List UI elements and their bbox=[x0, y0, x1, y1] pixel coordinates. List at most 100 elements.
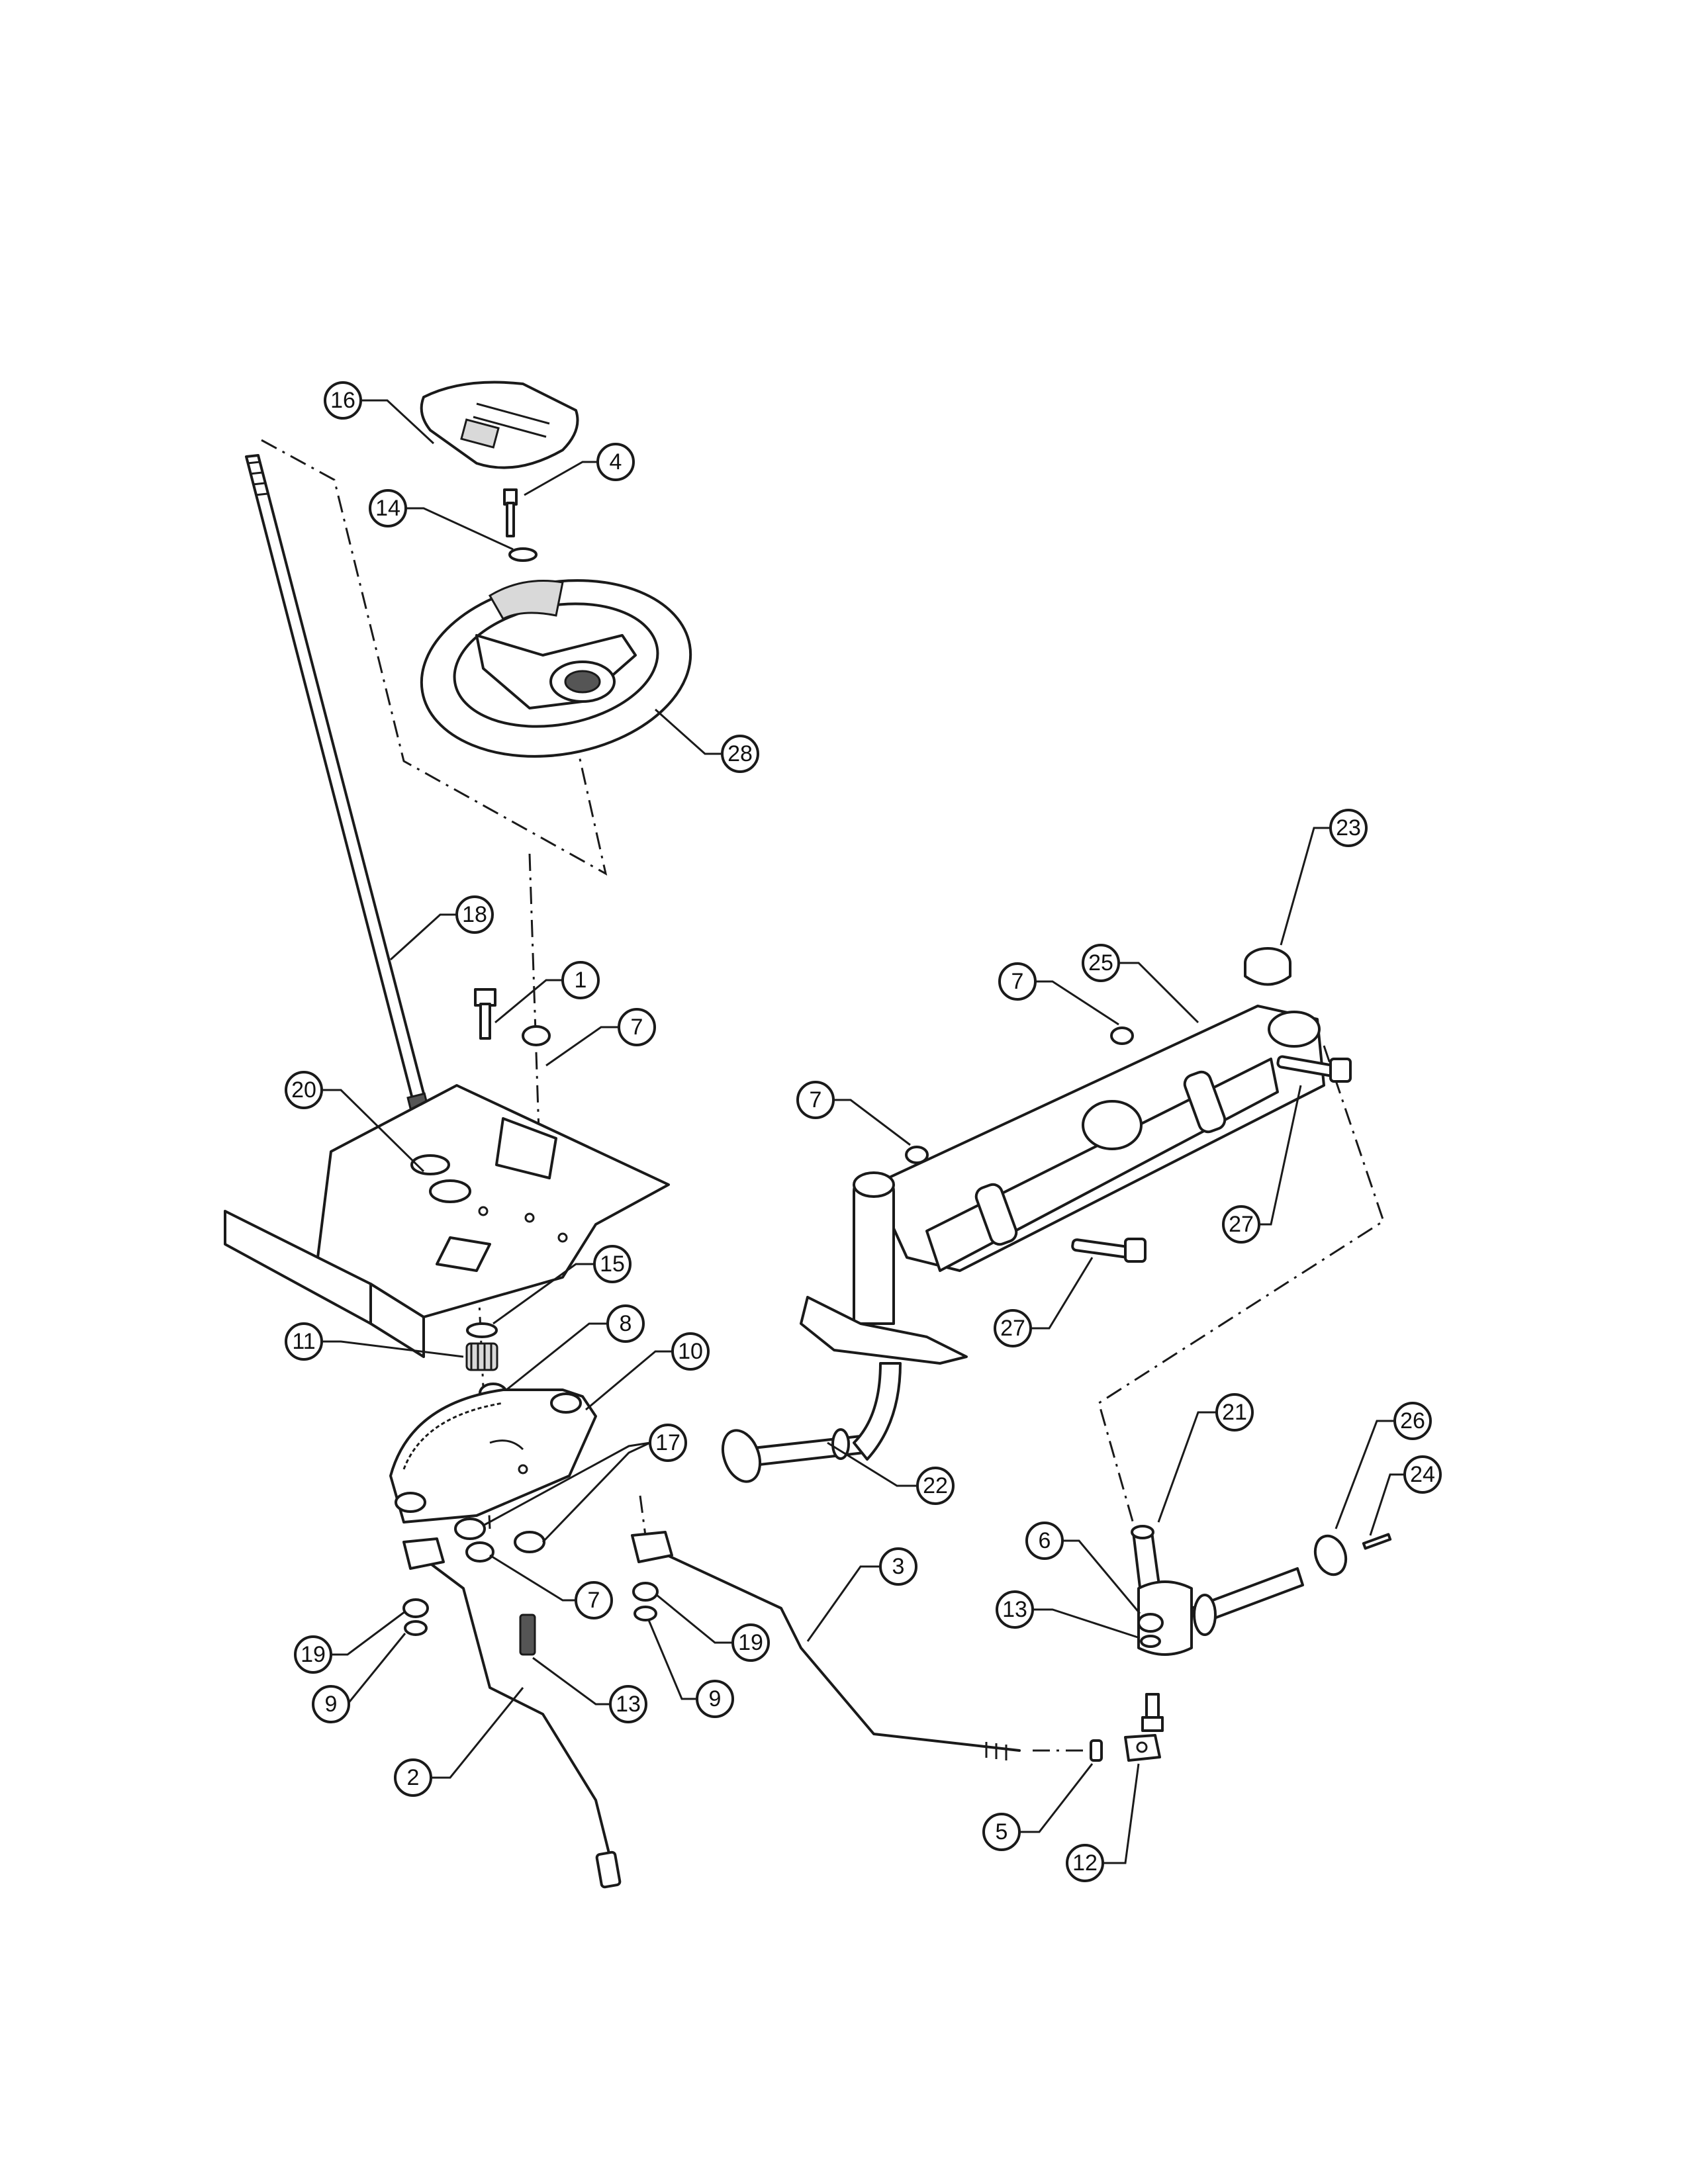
spindle-nut bbox=[1137, 1613, 1164, 1633]
steering-wheel bbox=[420, 579, 692, 758]
callout-28: 28 bbox=[721, 735, 759, 773]
spindle-right bbox=[1131, 1525, 1304, 1656]
steering-shaft bbox=[245, 454, 432, 1122]
svg-text:24: 24 bbox=[1410, 1462, 1435, 1487]
svg-text:14: 14 bbox=[375, 496, 400, 521]
callout-4: 4 bbox=[596, 443, 635, 481]
callout-15: 15 bbox=[593, 1245, 632, 1283]
callout-7b: 7 bbox=[575, 1581, 613, 1619]
sector-nut-1 bbox=[454, 1518, 486, 1540]
plate-bolt bbox=[474, 988, 496, 1040]
callout-13: 13 bbox=[609, 1685, 647, 1723]
svg-text:3: 3 bbox=[892, 1554, 905, 1579]
callout-27: 27 bbox=[1222, 1205, 1260, 1244]
callouts: 16 4 14 28 18 1 7 20 15 11 8 10 17 7 19 … bbox=[285, 381, 1442, 1882]
sector-bolt bbox=[519, 1614, 536, 1656]
wheel-washer bbox=[508, 547, 538, 562]
svg-text:7: 7 bbox=[588, 1588, 600, 1613]
callout-5: 5 bbox=[982, 1813, 1021, 1851]
callout-26: 26 bbox=[1393, 1402, 1432, 1440]
callout-7d: 7 bbox=[796, 1081, 835, 1119]
callout-23: 23 bbox=[1329, 809, 1368, 847]
spindle-bolt bbox=[1141, 1693, 1164, 1732]
drag-link-washer-right bbox=[633, 1606, 657, 1621]
steering-support-plate bbox=[224, 1084, 670, 1358]
drag-link-left bbox=[402, 1537, 622, 1889]
callout-10: 10 bbox=[671, 1332, 710, 1371]
callout-21: 21 bbox=[1215, 1393, 1254, 1432]
callout-18: 18 bbox=[455, 895, 494, 934]
svg-text:1: 1 bbox=[575, 968, 587, 993]
axle-nut-upper bbox=[1110, 1026, 1134, 1045]
svg-text:9: 9 bbox=[325, 1692, 338, 1717]
svg-text:7: 7 bbox=[810, 1087, 822, 1113]
callout-2: 2 bbox=[394, 1758, 432, 1797]
svg-text:18: 18 bbox=[462, 902, 487, 927]
front-axle bbox=[800, 1005, 1325, 1365]
drag-link-nut-left bbox=[402, 1598, 429, 1618]
callout-6: 6 bbox=[1025, 1522, 1064, 1560]
svg-text:21: 21 bbox=[1222, 1400, 1247, 1425]
callout-25: 25 bbox=[1082, 944, 1120, 982]
svg-text:9: 9 bbox=[709, 1686, 722, 1711]
svg-text:10: 10 bbox=[678, 1339, 703, 1364]
ball-joint bbox=[1124, 1734, 1161, 1762]
drag-link-right bbox=[631, 1531, 1021, 1760]
spindle-lockwasher bbox=[1140, 1635, 1161, 1648]
callout-27b: 27 bbox=[994, 1309, 1032, 1347]
callout-22: 22 bbox=[916, 1467, 955, 1505]
svg-text:19: 19 bbox=[301, 1642, 326, 1667]
callout-9: 9 bbox=[312, 1685, 350, 1723]
pinion-gear bbox=[465, 1342, 498, 1371]
svg-text:15: 15 bbox=[600, 1251, 625, 1277]
callout-8: 8 bbox=[606, 1304, 645, 1343]
svg-text:6: 6 bbox=[1039, 1528, 1051, 1553]
svg-text:11: 11 bbox=[292, 1329, 315, 1354]
callout-14: 14 bbox=[369, 489, 407, 527]
svg-text:28: 28 bbox=[727, 741, 753, 766]
pinion-washer bbox=[466, 1322, 498, 1338]
svg-text:17: 17 bbox=[655, 1430, 680, 1455]
callout-7c: 7 bbox=[998, 962, 1037, 1001]
drag-link-nut-right bbox=[632, 1582, 659, 1602]
wheel-bolt bbox=[503, 488, 518, 537]
callout-13b: 13 bbox=[996, 1590, 1034, 1629]
svg-text:16: 16 bbox=[330, 388, 355, 413]
drag-link-washer-left bbox=[404, 1620, 428, 1636]
spindle-left bbox=[721, 1362, 902, 1483]
svg-text:5: 5 bbox=[996, 1819, 1008, 1844]
callout-19: 19 bbox=[294, 1635, 332, 1674]
callout-3: 3 bbox=[879, 1547, 917, 1586]
svg-text:26: 26 bbox=[1400, 1408, 1425, 1433]
callout-17: 17 bbox=[649, 1424, 687, 1462]
spindle-washer bbox=[1313, 1534, 1348, 1576]
svg-text:13: 13 bbox=[1002, 1597, 1027, 1622]
plate-nut bbox=[522, 1025, 551, 1046]
svg-text:27: 27 bbox=[1000, 1316, 1025, 1341]
svg-text:7: 7 bbox=[1011, 969, 1024, 994]
ball-joint-clip bbox=[1090, 1739, 1103, 1762]
callout-9b: 9 bbox=[696, 1680, 734, 1718]
callout-19b: 19 bbox=[731, 1623, 770, 1662]
svg-text:27: 27 bbox=[1229, 1212, 1254, 1237]
svg-text:13: 13 bbox=[616, 1692, 641, 1717]
callout-24: 24 bbox=[1403, 1455, 1442, 1494]
callout-7: 7 bbox=[618, 1008, 656, 1046]
svg-text:20: 20 bbox=[291, 1077, 316, 1103]
svg-text:2: 2 bbox=[407, 1765, 420, 1790]
svg-text:4: 4 bbox=[610, 449, 622, 475]
svg-text:25: 25 bbox=[1088, 950, 1113, 976]
svg-text:8: 8 bbox=[620, 1311, 632, 1336]
steering-wheel-cap bbox=[420, 381, 579, 469]
axle-pivot-bolt-left bbox=[1071, 1238, 1147, 1263]
axle-nut-lower bbox=[905, 1146, 929, 1164]
sector-nut-2 bbox=[514, 1531, 545, 1553]
sector-nut-3 bbox=[465, 1541, 494, 1563]
svg-text:7: 7 bbox=[631, 1015, 643, 1040]
callout-1: 1 bbox=[561, 961, 600, 999]
svg-text:23: 23 bbox=[1336, 815, 1361, 841]
sector-gear bbox=[389, 1388, 597, 1524]
callout-12: 12 bbox=[1066, 1844, 1104, 1882]
callout-11: 11 bbox=[285, 1322, 323, 1361]
